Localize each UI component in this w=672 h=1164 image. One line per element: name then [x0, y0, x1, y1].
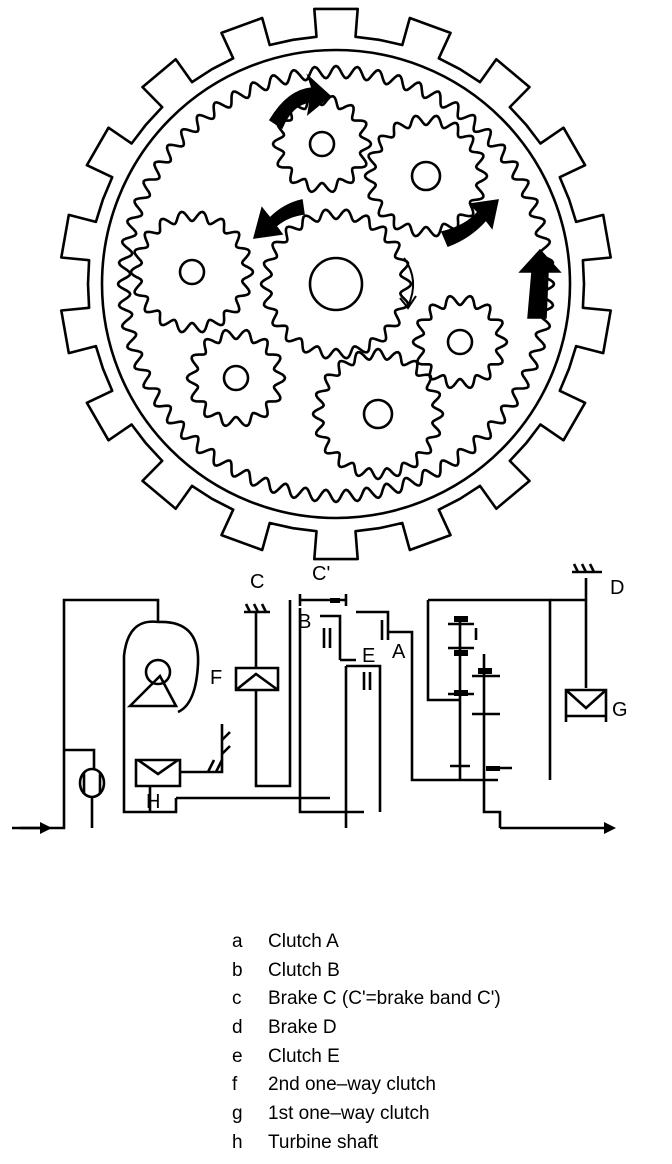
brake-c-ground	[244, 603, 270, 640]
outer-drum	[60, 7, 612, 561]
label-e: E	[362, 645, 375, 667]
rotation-arrows	[252, 73, 562, 319]
legend-item: e Clutch E	[232, 1043, 652, 1072]
label-c: C	[250, 571, 264, 593]
legend-key: f	[232, 1074, 238, 1096]
stator-ground	[180, 724, 224, 774]
legend-text: Turbine shaft	[268, 1131, 379, 1153]
torque-converter-pump	[157, 620, 200, 714]
legend-item: c Brake C (C'=brake band C')	[232, 985, 652, 1014]
planet-gear-left-bore	[178, 258, 206, 286]
legend-text: Clutch E	[268, 1045, 340, 1067]
legend-key: c	[232, 988, 242, 1010]
legend-key: a	[232, 931, 243, 952]
rotation-arrow-ring	[518, 248, 562, 319]
one-way-clutch-f	[234, 600, 292, 788]
legend-key: e	[232, 1045, 243, 1067]
legend-item: g 1st one–way clutch	[232, 1100, 652, 1129]
sun-gear-bore	[308, 256, 364, 312]
input-arrow-head	[40, 822, 52, 834]
stator	[134, 758, 182, 788]
planet-gear-bottom-left	[185, 328, 287, 428]
legend-key: b	[232, 959, 243, 981]
label-h: H	[146, 791, 160, 813]
label-b: B	[298, 611, 311, 633]
planet-gear-top-bore	[308, 130, 336, 158]
planet-gear-bottom	[311, 347, 445, 481]
legend-text: 2nd one–way clutch	[268, 1074, 436, 1096]
schematic-fills	[40, 598, 616, 834]
planetary-gearset-diagram: C C' B E A F D G H	[12, 7, 628, 834]
planet-gear-bottom-bore	[362, 398, 394, 430]
torque-converter-housing	[122, 620, 178, 814]
planet-gear-bottom-left-bore	[222, 364, 250, 392]
drum-inner-rim	[100, 48, 572, 520]
legend-item: d Brake D	[232, 1014, 652, 1043]
legend-item: b Clutch B	[232, 957, 652, 986]
legend-text: 1st one–way clutch	[268, 1103, 430, 1125]
label-d: D	[610, 577, 624, 599]
torque-converter-turbine	[126, 673, 179, 708]
planet-gear-top-right	[363, 114, 489, 238]
clutch-b	[298, 608, 364, 814]
rotation-arrow-left	[252, 199, 305, 239]
torque-converter-center	[144, 658, 172, 686]
legend-key: g	[232, 1103, 243, 1125]
oil-pump	[64, 748, 102, 794]
legend-key: d	[232, 1017, 243, 1039]
band-anchor	[330, 598, 340, 603]
label-c-prime: C'	[312, 563, 330, 585]
legend-text: Brake D	[268, 1017, 337, 1039]
legend-key: h	[232, 1131, 243, 1153]
label-f: F	[210, 667, 222, 689]
ring-gear	[116, 64, 556, 504]
one-way-clutch-g	[564, 688, 608, 722]
rotation-arrow-right	[440, 199, 499, 247]
planet-gear-top-right-bore	[410, 160, 442, 192]
rotation-arrow-top	[268, 73, 332, 130]
planet-gear-right	[411, 294, 509, 390]
gear-train-schematic	[12, 563, 612, 830]
legend-item: f 2nd one–way clutch	[232, 1071, 652, 1100]
brake-d	[550, 563, 602, 688]
planetary-gear-assembly	[60, 7, 612, 561]
legend-item: h Turbine shaft	[232, 1129, 652, 1158]
planet-gear-left	[129, 210, 255, 334]
sun-gear	[259, 208, 413, 360]
legend-text: Brake C (C'=brake band C')	[268, 988, 501, 1010]
output-arrow-head	[604, 822, 616, 834]
legend-item: a Clutch A	[232, 928, 652, 957]
clutch-a	[356, 610, 498, 782]
clutch-e	[344, 664, 382, 828]
label-a: A	[392, 641, 406, 663]
turbine-shaft-line	[148, 786, 330, 812]
sun-rotation-arrow	[399, 257, 417, 310]
legend-text: Clutch A	[268, 931, 339, 952]
label-g: G	[612, 699, 628, 721]
component-legend: a Clutch A b Clutch B c Brake C (C'=brake b…	[232, 928, 652, 1158]
legend-text: Clutch B	[268, 959, 340, 981]
planet-gear-right-bore	[446, 328, 474, 356]
planet-gear-top	[271, 94, 373, 194]
